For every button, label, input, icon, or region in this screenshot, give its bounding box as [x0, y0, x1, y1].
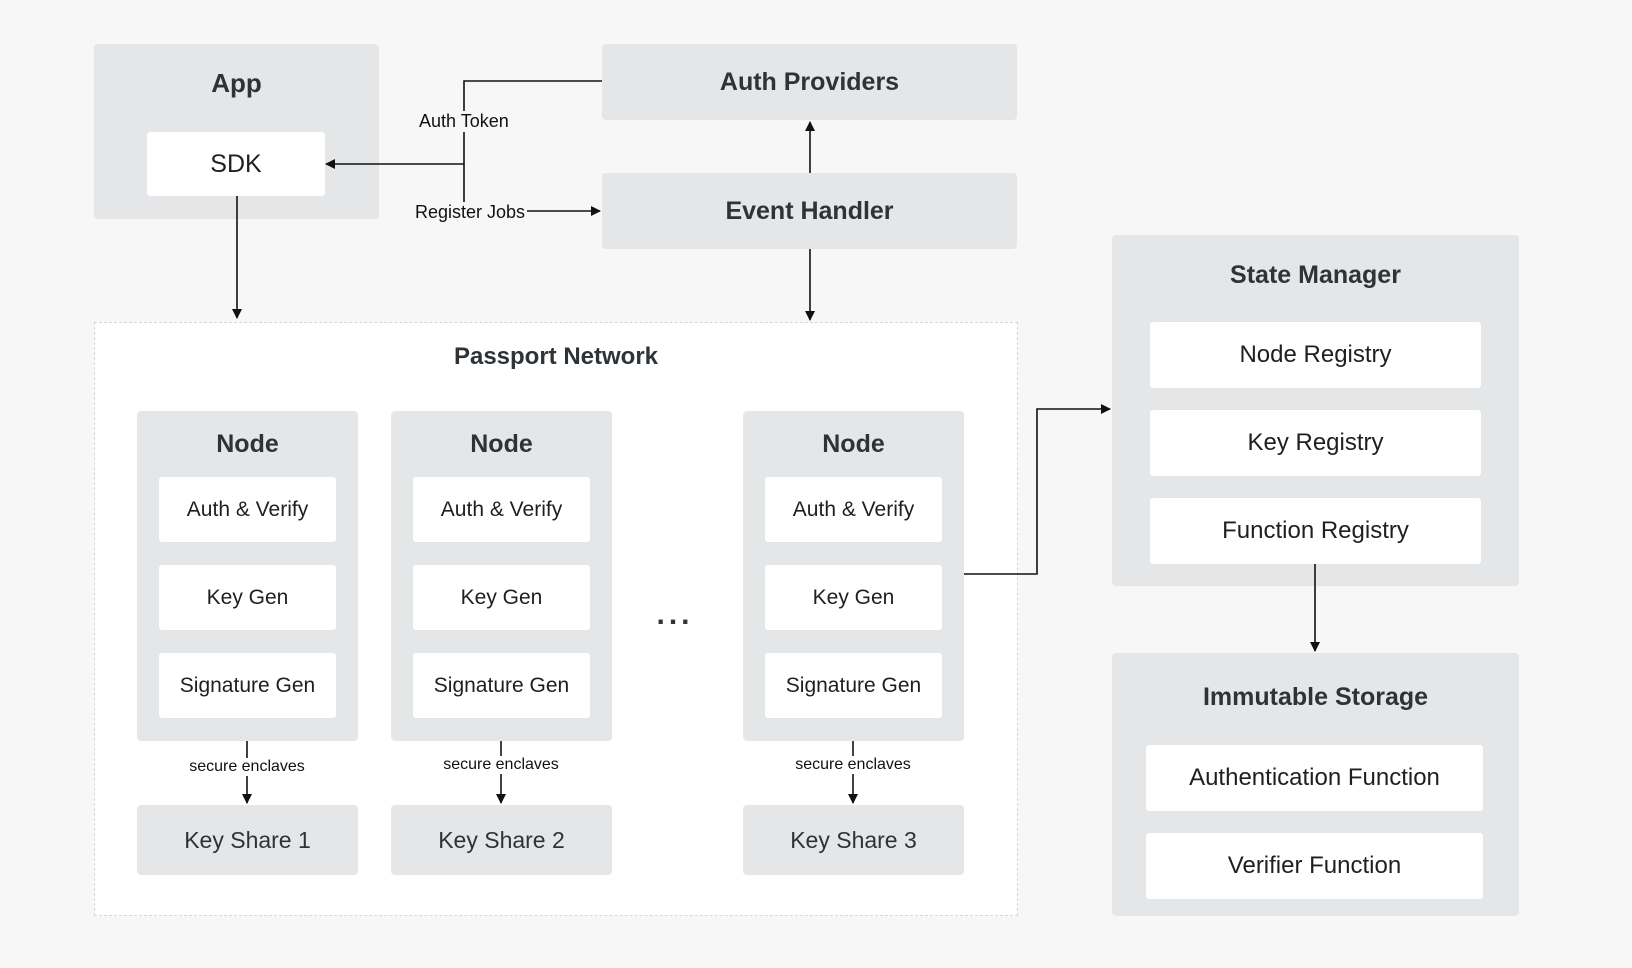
- key-registry-box: Key Registry: [1150, 410, 1481, 476]
- node-box: Node Auth & Verify Key Gen Signature Gen: [391, 411, 612, 741]
- node-box: Node Auth & Verify Key Gen Signature Gen: [743, 411, 964, 741]
- event-handler-box: Event Handler: [602, 173, 1017, 249]
- node-title: Node: [216, 430, 279, 458]
- auth-verify-box: Auth & Verify: [765, 477, 942, 542]
- key-gen-box: Key Gen: [765, 565, 942, 630]
- passport-network-title: Passport Network: [453, 343, 659, 370]
- immutable-storage-title: Immutable Storage: [1202, 683, 1429, 711]
- function-registry-box: Function Registry: [1150, 498, 1481, 564]
- key-share-box: Key Share 1: [137, 805, 358, 875]
- key-gen-box: Key Gen: [159, 565, 336, 630]
- state-manager-title: State Manager: [1230, 261, 1401, 289]
- verifier-function-box: Verifier Function: [1146, 833, 1483, 899]
- secure-enclaves-label: secure enclaves: [441, 756, 561, 774]
- secure-enclaves-label: secure enclaves: [793, 756, 913, 774]
- authentication-function-box: Authentication Function: [1146, 745, 1483, 811]
- state-manager-box: State Manager Node Registry Key Registry…: [1112, 235, 1519, 586]
- auth-verify-box: Auth & Verify: [159, 477, 336, 542]
- node-box: Node Auth & Verify Key Gen Signature Gen: [137, 411, 358, 741]
- app-box: App SDK: [94, 44, 379, 219]
- sdk-box: SDK: [147, 132, 325, 196]
- node-title: Node: [822, 430, 885, 458]
- auth-token-label: Auth Token: [417, 111, 511, 132]
- key-gen-box: Key Gen: [413, 565, 590, 630]
- key-share-box: Key Share 2: [391, 805, 612, 875]
- more-nodes-ellipsis: ...: [656, 598, 694, 631]
- register-jobs-label: Register Jobs: [413, 202, 528, 223]
- signature-gen-box: Signature Gen: [765, 653, 942, 718]
- node-title: Node: [470, 430, 533, 458]
- node-registry-box: Node Registry: [1150, 322, 1481, 388]
- secure-enclaves-label: secure enclaves: [187, 758, 307, 776]
- auth-providers-box: Auth Providers: [602, 44, 1017, 120]
- signature-gen-box: Signature Gen: [159, 653, 336, 718]
- key-share-box: Key Share 3: [743, 805, 964, 875]
- app-title: App: [211, 68, 262, 98]
- auth-verify-box: Auth & Verify: [413, 477, 590, 542]
- signature-gen-box: Signature Gen: [413, 653, 590, 718]
- immutable-storage-box: Immutable Storage Authentication Functio…: [1112, 653, 1519, 916]
